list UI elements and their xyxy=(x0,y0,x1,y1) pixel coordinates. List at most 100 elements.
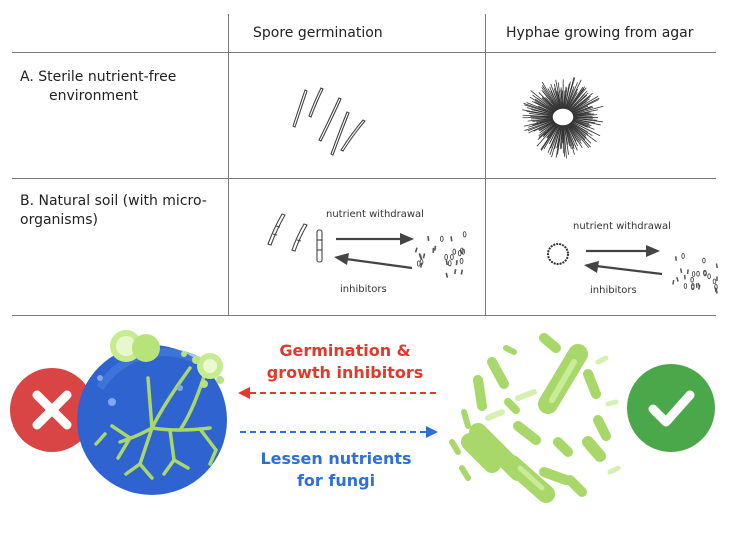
hypha-strand xyxy=(560,87,563,109)
hypha-strand xyxy=(529,96,556,113)
hypha-strand xyxy=(568,123,591,148)
row-a-label: A. Sterile nutrient-free environment xyxy=(20,68,176,106)
hypha-strand xyxy=(522,116,555,119)
hypha-strand xyxy=(568,93,585,111)
hypha-strand xyxy=(522,114,555,118)
inhibitors-label-left: inhibitors xyxy=(340,284,387,295)
row-b-label-line2: organisms) xyxy=(20,212,98,228)
row-a-label-line2: environment xyxy=(49,88,139,104)
inhibitors-arrow-right-cell xyxy=(584,261,663,276)
hypha-strand xyxy=(570,120,593,133)
hypha-strand xyxy=(541,121,556,132)
microbe xyxy=(439,235,444,242)
inhibitors-caption-line1: Germination & xyxy=(279,341,411,360)
microbe xyxy=(714,284,718,290)
table-mid-rule xyxy=(12,178,716,179)
hypha-strand xyxy=(523,102,555,115)
hypha-strand xyxy=(553,83,562,109)
microbe xyxy=(450,253,454,261)
microbe xyxy=(432,247,435,253)
hypha-strand xyxy=(562,125,566,157)
hypha-strand xyxy=(565,89,574,109)
hypha-strand xyxy=(526,107,555,116)
hypha-strand xyxy=(530,117,555,120)
hypha-strand xyxy=(566,125,578,151)
hypha-strand xyxy=(530,90,557,112)
hypha-strand xyxy=(560,125,563,149)
nutrient-withdrawal-label-right: nutrient withdrawal xyxy=(573,221,671,232)
hyphae-burst-illustration xyxy=(522,77,604,159)
hypha-strand xyxy=(538,122,557,138)
nutrient-withdrawal-label-left: nutrient withdrawal xyxy=(326,209,424,220)
hypha-strand xyxy=(523,118,555,127)
hypha-strand xyxy=(570,99,599,114)
microbe xyxy=(676,276,679,282)
hypha-strand xyxy=(541,87,559,110)
hypha-strand xyxy=(540,124,559,150)
nutrient-arrow-right-cell xyxy=(586,245,660,257)
microbe xyxy=(696,270,700,277)
hypha-strand xyxy=(571,105,589,114)
hypha-strand xyxy=(528,120,555,134)
hypha-strand xyxy=(536,123,558,147)
hypha-strand xyxy=(565,77,576,109)
hypha-strand xyxy=(566,124,579,147)
hypha-strand xyxy=(571,106,594,115)
soil-microbes-right xyxy=(672,253,718,294)
hypha-strand xyxy=(541,85,559,110)
table-bottom-rule xyxy=(12,315,716,316)
microbe xyxy=(444,254,449,261)
microbe xyxy=(447,260,452,267)
microbe xyxy=(695,283,698,288)
hypha-strand xyxy=(546,124,558,139)
spores-sterile-illustration xyxy=(292,87,366,156)
hypha-strand xyxy=(534,98,556,113)
hypha-strand xyxy=(571,118,601,126)
microbe xyxy=(461,248,466,255)
hypha-strand xyxy=(570,122,597,143)
row-b-label-line1: B. Natural soil (with micro- xyxy=(20,193,207,209)
hypha-strand xyxy=(551,125,561,158)
hypha-strand xyxy=(569,122,587,137)
microbe xyxy=(452,248,457,255)
row-b-label: B. Natural soil (with micro- organisms) xyxy=(20,192,207,230)
microbe xyxy=(715,263,718,269)
microbe xyxy=(457,250,462,257)
hypha-strand xyxy=(545,97,558,111)
hypha-strand xyxy=(538,92,557,111)
microbe xyxy=(422,253,426,259)
hypha-strand xyxy=(553,88,561,109)
microbe xyxy=(462,231,467,238)
hypha-strand xyxy=(568,123,582,141)
hypha-strand xyxy=(571,114,598,117)
check-icon xyxy=(627,364,715,452)
hypha-strand xyxy=(532,117,555,122)
hypha-strand xyxy=(557,82,563,109)
microbe xyxy=(697,282,701,288)
hypha-strand xyxy=(552,89,561,109)
hypha-strand xyxy=(569,95,591,112)
hypha-strand xyxy=(536,118,555,123)
hypha-strand xyxy=(547,125,560,153)
soil-microbes-left xyxy=(414,231,467,278)
table-col-divider-1 xyxy=(228,14,229,315)
microbe xyxy=(427,235,430,242)
table-top-rule xyxy=(12,52,716,53)
microbe xyxy=(414,247,418,253)
hypha-strand xyxy=(526,102,555,115)
hypha-strand xyxy=(541,81,559,110)
hypha-strand xyxy=(567,124,582,144)
spores-soil-illustration xyxy=(267,213,323,263)
microbe xyxy=(445,259,449,266)
hypha-strand xyxy=(565,125,575,150)
microbe xyxy=(450,236,453,242)
hypha-strand xyxy=(555,79,562,109)
agar-plug xyxy=(551,107,575,127)
hypha-strand xyxy=(564,125,572,150)
microbe xyxy=(674,256,678,261)
hypha-strand xyxy=(571,120,588,128)
microbe xyxy=(434,245,437,251)
hypha-strand xyxy=(537,105,555,114)
microbe xyxy=(703,270,707,277)
hypha-strand xyxy=(571,117,603,123)
